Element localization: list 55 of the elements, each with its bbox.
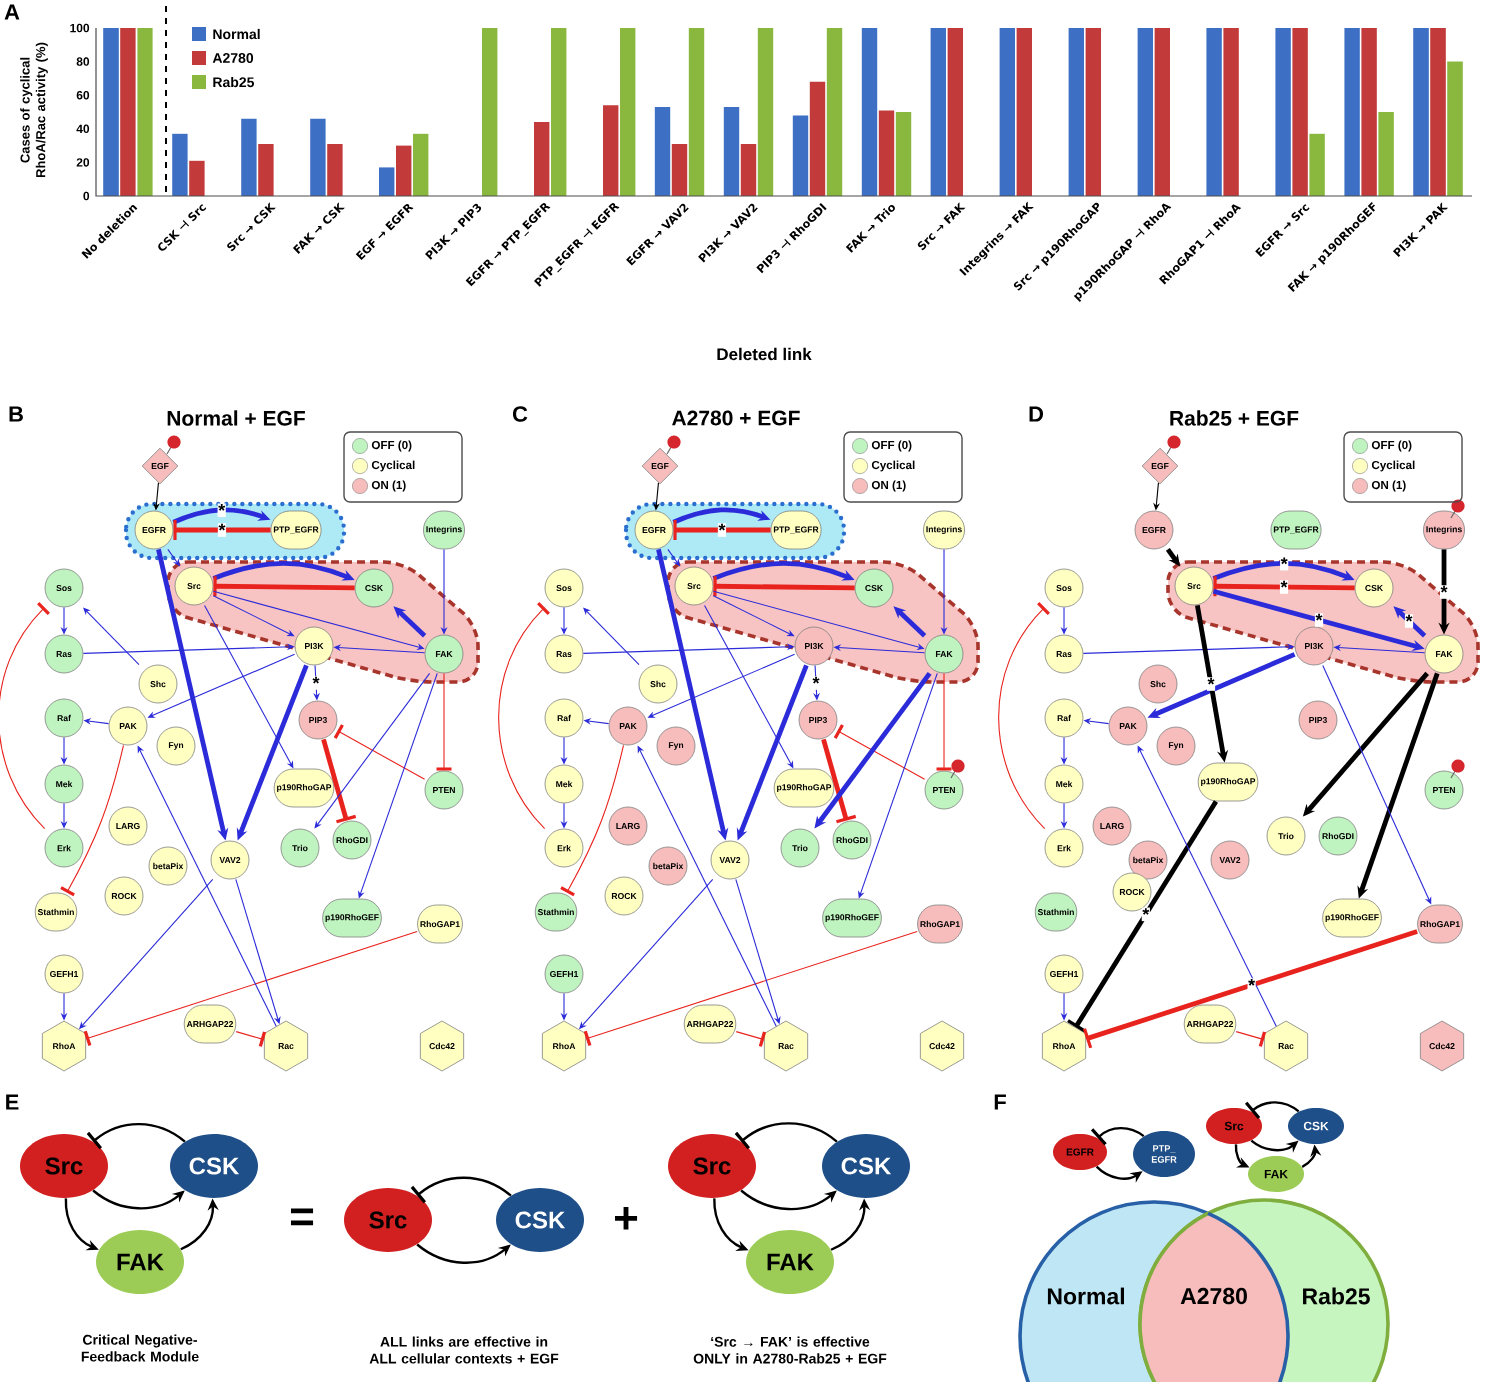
inhibition-line [1083, 929, 1418, 1049]
edge-label: * [811, 676, 821, 690]
edge-label: * [1439, 585, 1449, 599]
axis-title: Deleted link [717, 347, 812, 361]
edge-label: * [1141, 907, 1150, 922]
inhibition-line [0, 602, 50, 830]
inhibition-line [713, 576, 855, 597]
inhibition-line [436, 672, 452, 771]
inhibition-line [60, 744, 124, 897]
edge-label: * [217, 523, 227, 537]
arrow [83, 607, 140, 666]
venn-overlap: A2780 [1138, 1211, 1290, 1382]
inhibition-line [998, 602, 1050, 830]
inhibition-line [1213, 576, 1355, 597]
edge-label: * [717, 523, 727, 537]
panel-letter: D [1029, 406, 1044, 422]
ellipse-node: CSK [822, 1134, 910, 1198]
edge-label: * [1279, 580, 1289, 594]
inhibition-line [333, 724, 426, 780]
edge-label: * [1404, 614, 1414, 628]
panel-letter: E [6, 1094, 19, 1110]
plus-sign: + [615, 1207, 638, 1230]
arrow [314, 672, 431, 829]
edge-label: * [311, 676, 321, 690]
ellipse-node: Src [344, 1188, 432, 1252]
inhibition-line [560, 744, 625, 897]
panel-title: A2780 + EGF [672, 410, 800, 426]
panel-title: Rab25 + EGF [1170, 410, 1299, 426]
ellipse-node: FAK [96, 1230, 184, 1294]
equals-sign: = [291, 1208, 314, 1226]
panel-letter: A [4, 4, 20, 20]
edge-label: * [1206, 677, 1216, 691]
inhibition-line [833, 724, 926, 780]
ellipse-node: CSK [496, 1188, 584, 1252]
inhibition-line [173, 520, 271, 540]
inhibition-line [1067, 800, 1218, 1033]
edge-label: * [1280, 556, 1289, 571]
panel-letter: F [994, 1094, 1006, 1110]
ellipse-node: FAK [746, 1230, 834, 1294]
edge-label: * [1314, 613, 1324, 627]
panel-title: Normal + EGF [167, 410, 305, 426]
inhibition-line [498, 602, 550, 830]
edge-label: * [1247, 978, 1256, 992]
inhibition-line [83, 930, 418, 1046]
inhibition-line [213, 576, 355, 597]
ellipse-node: Src [20, 1134, 108, 1198]
ellipse-node: Src [668, 1134, 756, 1198]
panel-letter: C [512, 406, 528, 422]
inhibition-line [936, 672, 952, 771]
panel-letter: B [9, 406, 23, 422]
edge-label: * [217, 503, 226, 518]
ellipse-node: CSK [170, 1134, 258, 1198]
inhibition-line [673, 520, 771, 540]
inhibition-line [583, 930, 918, 1046]
arrow [583, 607, 640, 666]
